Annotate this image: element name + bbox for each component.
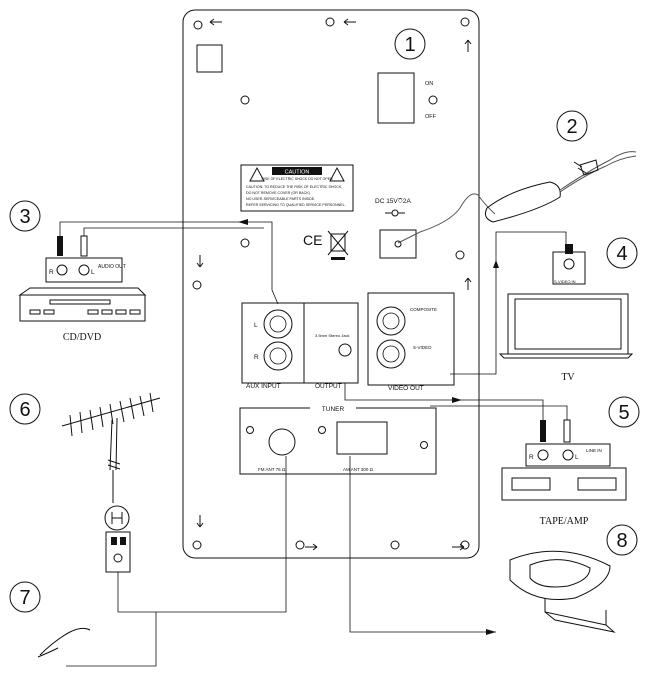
- callout-number: 7: [19, 587, 30, 609]
- tuner-label: TUNER: [322, 406, 345, 413]
- callout-number: 4: [616, 243, 627, 265]
- aux-input-panel: L R AUX INPUT: [241, 302, 305, 390]
- weee-bin-icon: [327, 230, 349, 260]
- cddvd-label: CD/DVD: [63, 332, 101, 343]
- composite-label: COMPOSITE: [410, 307, 437, 312]
- video-out-label: VIDEO OUT: [388, 385, 424, 392]
- cddvd-l-label: L: [91, 269, 95, 276]
- video-out-panel: COMPOSITE S-VIDEO VIDEO OUT: [367, 292, 455, 392]
- am-loop-antenna: [349, 456, 616, 635]
- callout-number: 8: [616, 530, 627, 552]
- cddvd-r-label: R: [49, 269, 54, 276]
- caution-line: DO NOT REMOVE COVER (OR BACK).: [246, 191, 311, 195]
- callout-6: 6: [9, 393, 41, 425]
- callout-5: 5: [608, 396, 640, 428]
- aux-input-label: AUX INPUT: [246, 383, 281, 390]
- output-panel: 3.5mm Stereo Jack OUTPUT: [303, 302, 359, 390]
- callout-number: 1: [404, 34, 415, 56]
- tv: S-VIDEO IN TV: [450, 231, 634, 383]
- warning-triangle-icon: [329, 166, 345, 182]
- callout-4: 4: [606, 237, 638, 269]
- dc-label: DC 15V⎏2A: [375, 198, 411, 205]
- svideo-label: S-VIDEO: [413, 345, 432, 350]
- power-adapter: [397, 151, 637, 244]
- fm-ant-label: FM ANT 75 Ω: [258, 467, 286, 472]
- ce-mark: CE: [303, 232, 322, 248]
- cddvd-audio-out-label: AUDIO OUT: [98, 264, 126, 270]
- tape-amp: R L LINE IN TAPE/AMP: [344, 383, 627, 527]
- tuner-panel: TUNER FM ANT 75 Ω AM ANT 300 Ω: [239, 403, 437, 475]
- switch-on-label: ON: [425, 81, 433, 87]
- caution-line: CAUTION: TO REDUCE THE RISK OF ELECTRIC …: [246, 185, 342, 189]
- fm-wire: [37, 456, 287, 667]
- warning-triangle-icon: [249, 166, 265, 182]
- callout-7: 7: [9, 581, 41, 613]
- callout-number: 6: [19, 399, 30, 421]
- tape-amp-label: TAPE/AMP: [540, 516, 589, 527]
- callout-number: 3: [19, 206, 30, 228]
- callout-1: 1: [394, 28, 426, 60]
- callout-8: 8: [606, 524, 638, 556]
- tape-r-label: R: [529, 454, 534, 461]
- caution-line: REFER SERVICING TO QUALIFIED SERVICE PER…: [246, 203, 346, 207]
- tv-svideo-label: S-VIDEO IN: [554, 279, 576, 284]
- output-label: OUTPUT: [315, 383, 342, 390]
- tape-line-in-label: LINE IN: [586, 448, 602, 453]
- caution-line: NO USER-SERVICEABLE PARTS INSIDE.: [246, 197, 315, 201]
- aux-l-label: L: [254, 322, 258, 329]
- output-jack-label: 3.5mm Stereo Jack: [315, 333, 349, 338]
- back-panel: [182, 9, 480, 559]
- aux-r-label: R: [254, 354, 259, 361]
- tv-label: TV: [561, 372, 575, 383]
- callout-number: 5: [618, 402, 629, 424]
- fm-antenna: [61, 392, 161, 573]
- callout-2: 2: [556, 110, 588, 142]
- caution-label: CAUTION RISK OF ELECTRIC SHOCK DO NOT OP…: [240, 164, 354, 212]
- tape-l-label: L: [575, 454, 579, 461]
- am-ant-label: AM ANT 300 Ω: [343, 467, 374, 472]
- power-switch: ON OFF: [377, 72, 437, 124]
- switch-off-label: OFF: [425, 114, 437, 120]
- caution-title: CAUTION: [285, 170, 310, 176]
- caution-subtitle: RISK OF ELECTRIC SHOCK DO NOT OPEN: [261, 177, 333, 181]
- cddvd-player: R L AUDIO OUT CD/DVD: [18, 219, 279, 343]
- dc-power-jack: DC 15V⎏2A: [375, 198, 417, 259]
- callout-3: 3: [9, 200, 41, 232]
- callout-number: 2: [566, 116, 577, 138]
